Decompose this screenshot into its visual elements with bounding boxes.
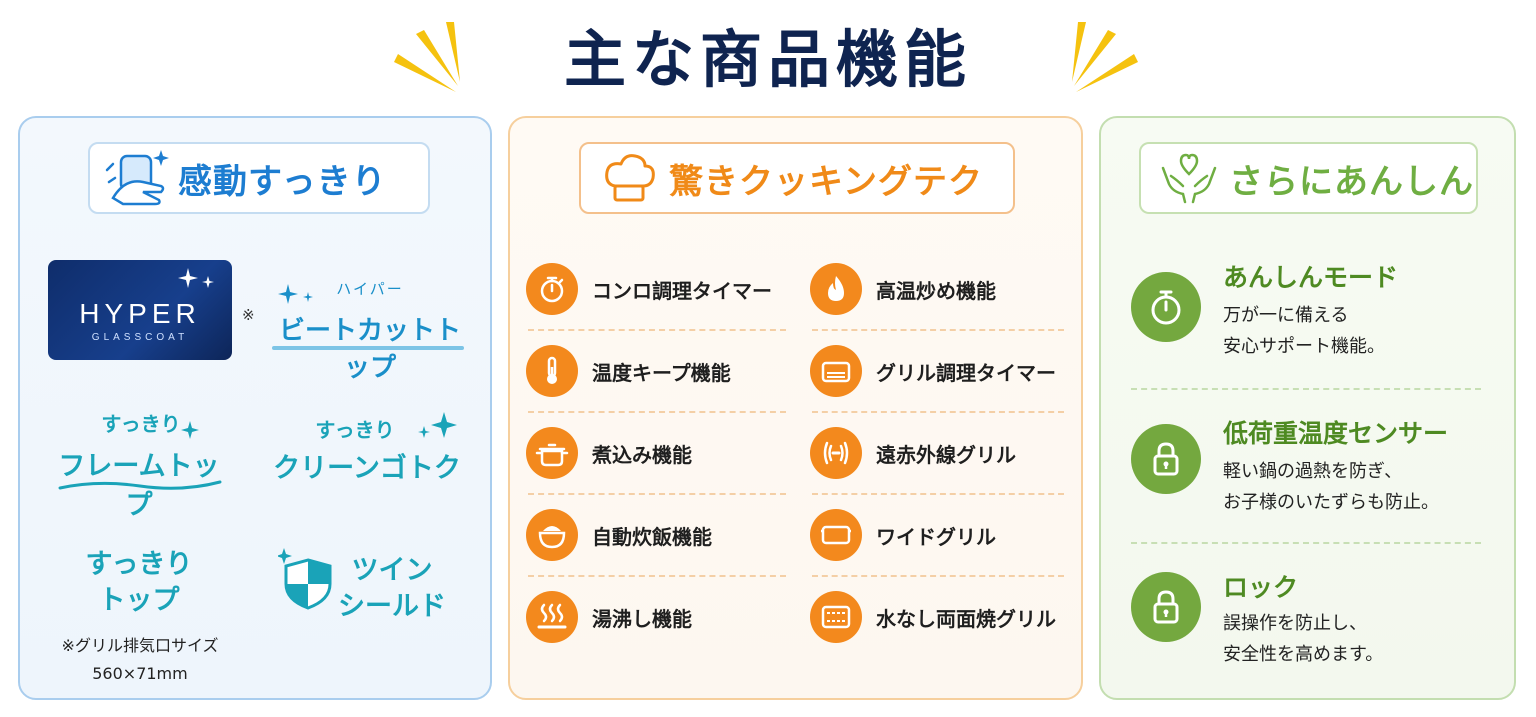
- divider: [812, 575, 1064, 577]
- sparkle-icon: [418, 412, 457, 438]
- safety-desc-line1: 万が一に備える: [1223, 305, 1349, 326]
- cook-label: グリル調理タイマー: [876, 360, 1056, 385]
- sukkiritop-line2: トップ: [98, 585, 180, 616]
- cook-item: 高温炒め機能: [810, 248, 996, 330]
- burst-right-icon: [1072, 22, 1138, 92]
- cook-label: コンロ調理タイマー: [592, 278, 772, 303]
- divider: [812, 493, 1064, 495]
- safety-desc-line1: 軽い鍋の過熱を防ぎ、: [1223, 461, 1403, 482]
- divider: [528, 329, 786, 331]
- cook-item: ワイドグリル: [810, 494, 996, 576]
- flametop-small-text: すっきり: [101, 412, 181, 436]
- safety-title: ロック: [1223, 573, 1299, 602]
- chef-hat-icon: [589, 146, 669, 210]
- cook-item: 自動炊飯機能: [526, 494, 712, 576]
- safety-item: ロック 誤操作を防止し、 安全性を高めます。: [1131, 568, 1491, 678]
- flametop-main-text: フレームトップ: [58, 451, 220, 521]
- sparkle-icon: [178, 268, 214, 288]
- heatcut-main-text: ビートカットトップ: [278, 316, 461, 383]
- infrared-icon: [810, 427, 862, 479]
- header: 主な商品機能: [0, 0, 1536, 112]
- cook-label: 湯沸し機能: [592, 606, 692, 631]
- stopwatch-icon: [1131, 272, 1201, 342]
- divider: [812, 329, 1064, 331]
- panel-cooking-heading: 驚きクッキングテク: [579, 142, 1015, 214]
- thermometer-icon: [526, 345, 578, 397]
- cleangotoku-main-text: クリーンゴトク: [273, 453, 461, 484]
- sparkle-icon: [181, 421, 199, 439]
- divider: [1131, 388, 1481, 390]
- divider: [528, 411, 786, 413]
- safety-title: あんしんモード: [1223, 263, 1399, 292]
- divider: [812, 411, 1064, 413]
- cook-label: 水なし両面焼グリル: [876, 606, 1056, 631]
- safety-item: 低荷重温度センサー 軽い鍋の過熱を防ぎ、 お子様のいたずらも防止。: [1131, 414, 1491, 524]
- safety-desc-line2: 安心サポート機能。: [1223, 336, 1385, 357]
- lock-icon: [1131, 424, 1201, 494]
- panel-cleaning-heading-text: 感動すっきり: [178, 161, 387, 202]
- panel-safety-heading-text: さらにあんしん: [1229, 161, 1474, 202]
- cook-item: 水なし両面焼グリル: [810, 576, 1056, 658]
- cook-label: 自動炊飯機能: [592, 524, 712, 549]
- burst-left-icon: [394, 22, 460, 92]
- grill-size-footnote: ※グリル排気口サイズ 560×71mm: [40, 632, 240, 688]
- twinshield-line1: ツイン: [351, 555, 433, 586]
- cook-item: コンロ調理タイマー: [526, 248, 772, 330]
- cook-label: 遠赤外線グリル: [876, 442, 1016, 467]
- sparkle-icon: [278, 284, 313, 304]
- double-grill-icon: [810, 591, 862, 643]
- flame-icon: [810, 263, 862, 315]
- cook-label: 高温炒め機能: [876, 278, 996, 303]
- heatcut-underline: [272, 346, 464, 350]
- footnote-line1: ※グリル排気口サイズ: [61, 636, 219, 655]
- lock-icon: [1131, 572, 1201, 642]
- page-title: 主な商品機能: [563, 23, 972, 96]
- cook-label: 煮込み機能: [592, 442, 692, 467]
- heatcut-small-text: ハイパー: [336, 280, 404, 298]
- safety-desc-line2: お子様のいたずらも防止。: [1223, 492, 1439, 513]
- cleangotoku-small-text: すっきり: [315, 418, 395, 442]
- cook-label: ワイドグリル: [876, 524, 996, 549]
- divider: [528, 575, 786, 577]
- steam-icon: [526, 591, 578, 643]
- grill-timer-icon: [810, 345, 862, 397]
- panel-safety-heading: さらにあんしん: [1139, 142, 1478, 214]
- shield-icon: [278, 548, 332, 610]
- safety-desc-line1: 誤操作を防止し、: [1223, 613, 1367, 634]
- divider: [1131, 542, 1481, 544]
- panel-cooking-heading-text: 驚きクッキングテク: [669, 161, 983, 202]
- panel-cooking: 驚きクッキングテク コンロ調理タイマー 温度キープ機能 煮込み機能 自動炊飯機能…: [508, 116, 1083, 700]
- cook-item: 温度キープ機能: [526, 330, 731, 412]
- safety-desc-line2: 安全性を高めます。: [1223, 644, 1384, 665]
- rice-bowl-icon: [526, 509, 578, 561]
- cook-item: 湯沸し機能: [526, 576, 692, 658]
- cook-item: 遠赤外線グリル: [810, 412, 1016, 494]
- asterisk: ※: [242, 306, 255, 324]
- hyper-sub: GLASSCOAT: [91, 332, 189, 343]
- sukkiritop-line1: すっきり: [85, 549, 193, 580]
- cook-item: グリル調理タイマー: [810, 330, 1056, 412]
- twinshield-line2: シールド: [338, 591, 446, 622]
- pot-icon: [526, 427, 578, 479]
- hand-wiping-icon: [98, 146, 178, 210]
- timer-icon: [526, 263, 578, 315]
- cook-label: 温度キープ機能: [592, 360, 731, 385]
- cook-item: 煮込み機能: [526, 412, 692, 494]
- panel-cleaning-heading: 感動すっきり: [88, 142, 430, 214]
- safety-title: 低荷重温度センサー: [1223, 419, 1449, 448]
- footnote-line2: 560×71mm: [92, 664, 188, 683]
- wave-line-icon: [58, 480, 222, 490]
- hands-heart-icon: [1149, 146, 1229, 210]
- safety-item: あんしんモード 万が一に備える 安心サポート機能。: [1131, 258, 1491, 368]
- hyper-word: HYPER: [79, 298, 201, 329]
- panel-cleaning: 感動すっきり HYPER GLASSCOAT ※ ハイパー ビートカットトップ …: [18, 116, 492, 700]
- wide-grill-icon: [810, 509, 862, 561]
- hyper-glasscoat-logo: HYPER GLASSCOAT: [48, 260, 232, 360]
- panel-safety: さらにあんしん あんしんモード 万が一に備える 安心サポート機能。 低荷重温度セ…: [1099, 116, 1516, 700]
- divider: [528, 493, 786, 495]
